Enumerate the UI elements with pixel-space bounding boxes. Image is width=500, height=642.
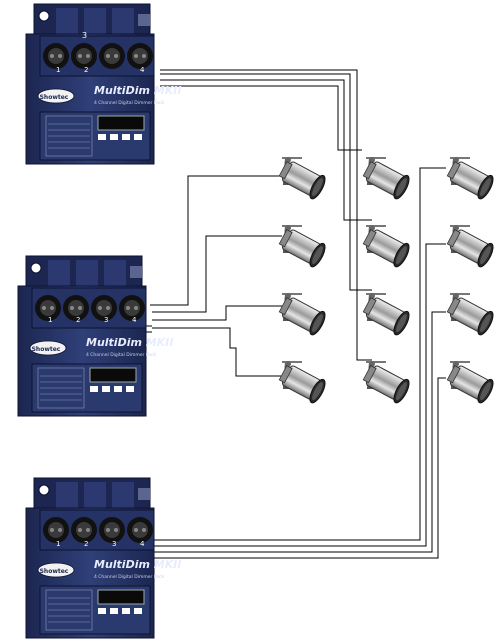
dimmer-pack: 3 Showtec MultiDim MKII 4 Channel Digita… [25,3,181,165]
channel-number: 2 [84,540,88,548]
channel-number: 3 [104,316,108,324]
channel-labels: 1 2 3 4 1 2 4 1 2 3 4 [48,66,145,548]
brand-logo: Showtec [32,346,61,353]
spotlight-icon [359,292,413,338]
cable [150,311,446,553]
cable [152,327,282,377]
spotlight-icon [443,224,497,270]
spotlight-icon [359,224,413,270]
model-subtitle: 4 Channel Digital Dimmer Pack [94,100,164,106]
cable [160,85,362,151]
cable [152,305,282,321]
channel-number: 3 [82,31,87,40]
channel-number: 2 [84,66,88,74]
channel-number: 3 [112,540,116,548]
channel-number: 1 [56,66,60,74]
dimmer-pack: MultiDim MKII 4 Channel Digital Dimmer P… [17,255,173,417]
spotlight-icon [443,156,497,202]
model-subtitle: 4 Channel Digital Dimmer Pack [86,352,156,358]
brand-logo: Showtec [40,568,69,575]
cable [150,377,446,559]
cable [150,243,446,547]
channel-number: 4 [140,66,145,74]
spotlight-icon [275,360,329,406]
lamp-grid [275,156,497,406]
cable [150,167,446,541]
spotlight-icon [443,292,497,338]
spotlight-icon [359,360,413,406]
model-name: MultiDim MKII [86,336,173,349]
cable [160,69,372,361]
model-name: MultiDim MKII [94,84,181,97]
channel-number: 1 [48,316,52,324]
cable [152,235,282,313]
brand-logo: Showtec [40,94,69,101]
spotlight-icon [275,156,329,202]
cable [150,175,282,306]
channel-number: 4 [140,540,145,548]
spotlight-icon [275,292,329,338]
spotlight-icon [443,360,497,406]
model-subtitle: 4 Channel Digital Dimmer Pack [94,574,164,580]
channel-number: 2 [76,316,80,324]
channel-number: 1 [56,540,60,548]
channel-number: 4 [132,316,137,324]
cable [160,73,372,291]
spotlight-icon [359,156,413,202]
model-name: MultiDim MKII [94,558,181,571]
dimmer-pack: MultiDim MKII 4 Channel Digital Dimmer P… [25,477,181,639]
spotlight-icon [275,224,329,270]
